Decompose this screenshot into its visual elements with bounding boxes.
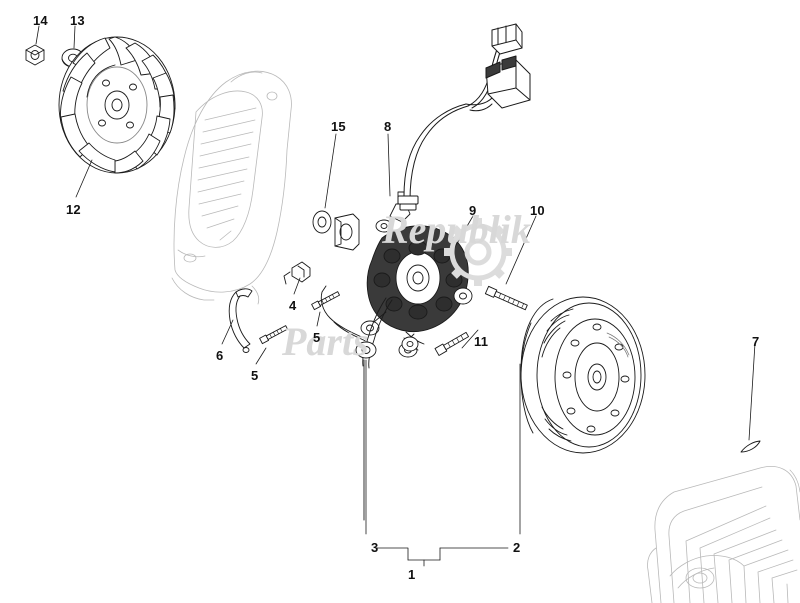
callout-11: 11 (474, 334, 489, 349)
callout-5-upper: 5 (313, 330, 321, 345)
callout-3: 3 (371, 540, 379, 555)
callout-14: 14 (33, 13, 48, 28)
callout-8: 8 (384, 119, 392, 134)
callout-6: 6 (216, 348, 224, 363)
callout-7: 7 (752, 334, 760, 349)
callout-10: 10 (530, 203, 545, 218)
callout-1: 1 (408, 567, 416, 582)
callout-4: 4 (289, 298, 297, 313)
callout-2: 2 (513, 540, 521, 555)
callout-15: 15 (331, 119, 346, 134)
callout-5-lower: 5 (251, 368, 259, 383)
callout-13: 13 (70, 13, 85, 28)
callout-12: 12 (66, 202, 81, 217)
callout-9: 9 (469, 203, 477, 218)
